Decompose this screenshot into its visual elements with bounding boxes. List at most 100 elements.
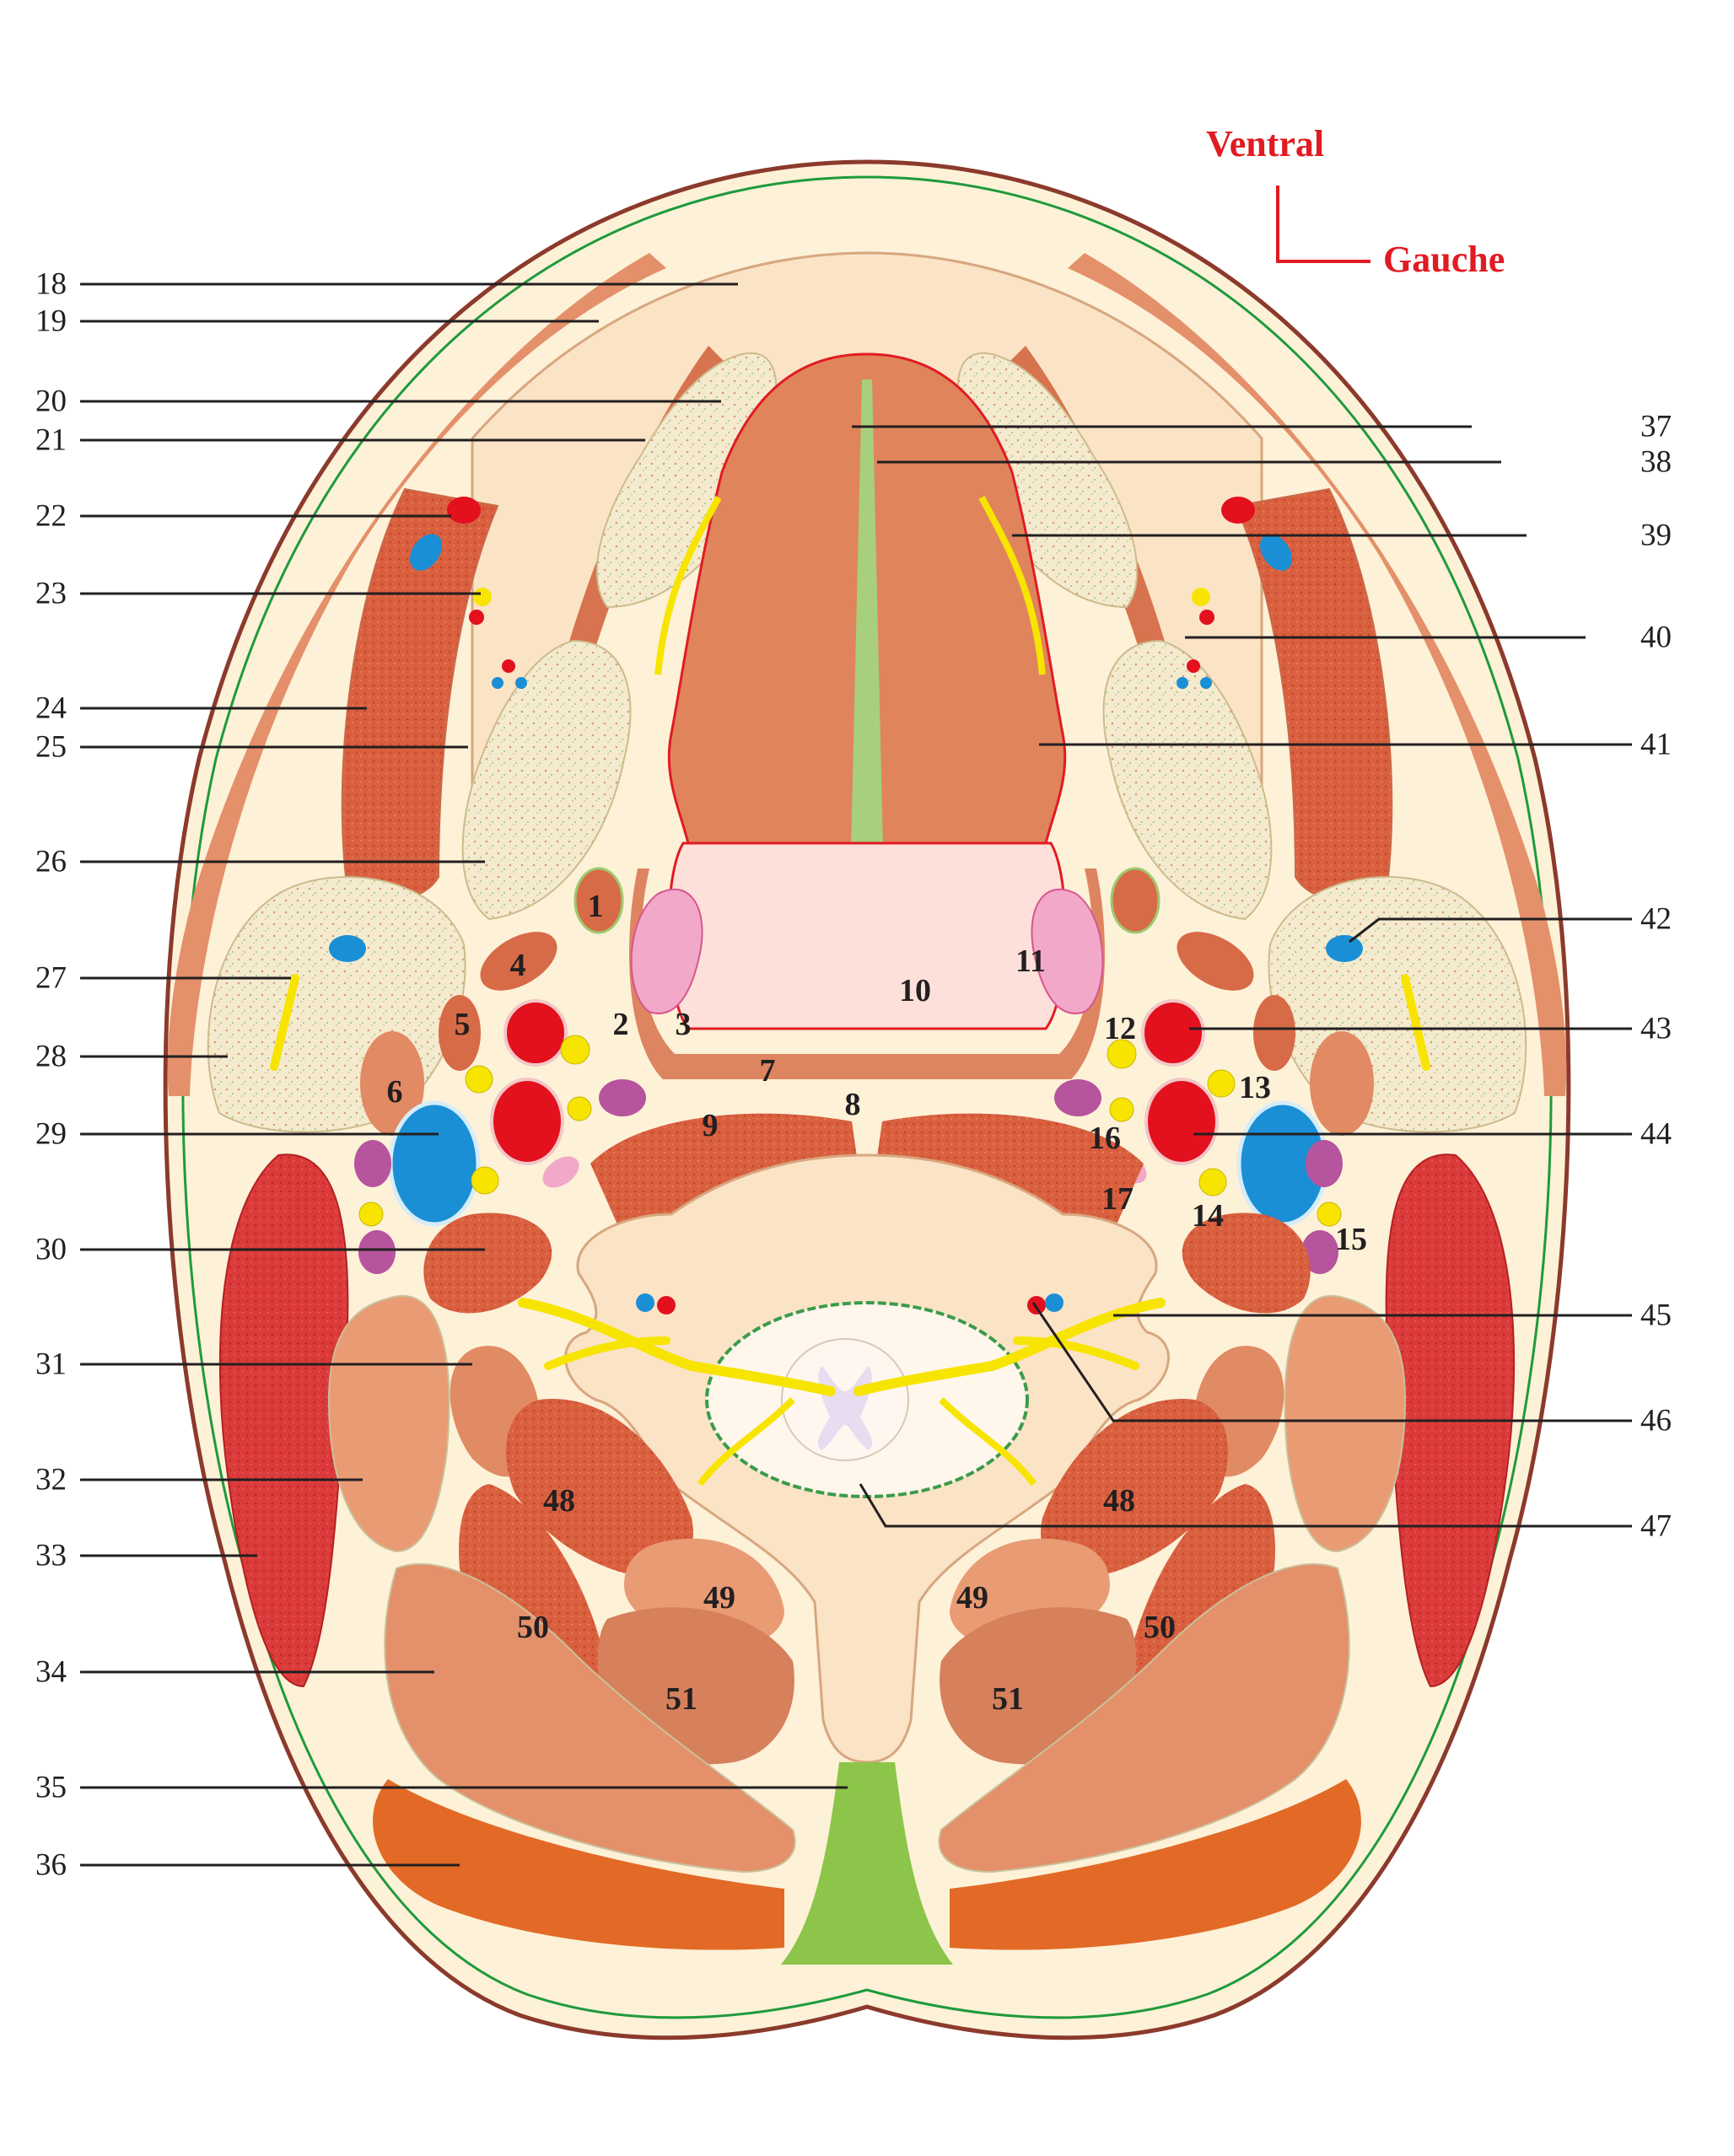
right-nerve-13 <box>1207 1069 1236 1098</box>
structure-number-5: 5 <box>455 1007 471 1042</box>
left-sternocleidomastoid <box>218 1153 349 1688</box>
left-scalene <box>423 1212 552 1314</box>
structure-number-50: 50 <box>1144 1610 1176 1645</box>
label-46: 46 <box>1640 1404 1672 1438</box>
label-27: 27 <box>35 961 67 996</box>
structure-number-9: 9 <box>703 1108 719 1143</box>
label-25: 25 <box>35 730 67 765</box>
label-40: 40 <box>1640 621 1672 655</box>
right-lymph-node-c <box>1301 1230 1338 1274</box>
structure-number-7: 7 <box>760 1053 776 1089</box>
right-lymph-node-a <box>1054 1079 1101 1116</box>
right-scalene <box>1182 1212 1311 1314</box>
structure-number-4: 4 <box>510 948 526 983</box>
lingual-septum <box>850 379 884 885</box>
right-lingual-vein-a <box>1177 677 1188 689</box>
left-common-carotid <box>490 1078 564 1165</box>
structure-number-15: 15 <box>1335 1222 1367 1257</box>
left-lingual-artery-a <box>502 659 515 673</box>
label-20: 20 <box>35 384 67 419</box>
right-internal-carotid <box>1141 999 1205 1067</box>
right-muscle-5 <box>1253 995 1295 1071</box>
label-32: 32 <box>35 1463 67 1497</box>
label-37: 37 <box>1640 410 1672 444</box>
right-root-descending <box>939 1397 1037 1487</box>
left-muscle-48 <box>506 1399 693 1577</box>
right-nerve-small-a <box>1192 588 1210 606</box>
right-trapezius <box>950 1779 1361 1950</box>
structure-number-3: 3 <box>676 1007 692 1042</box>
right-common-carotid <box>1144 1078 1219 1165</box>
left-nerve-d <box>471 1166 499 1195</box>
right-vertebral-vein <box>1045 1293 1064 1312</box>
left-vertebral-artery <box>657 1296 676 1315</box>
left-vagus-nerve <box>560 1035 590 1065</box>
label-33: 33 <box>35 1539 67 1573</box>
right-facial-vein <box>1259 534 1293 571</box>
structure-number-51: 51 <box>665 1681 697 1717</box>
label-21: 21 <box>35 423 67 458</box>
left-lymph-node-b <box>354 1140 391 1187</box>
label-45: 45 <box>1640 1298 1672 1333</box>
structure-number-48: 48 <box>1103 1483 1135 1519</box>
right-facial-nerve <box>1401 974 1430 1071</box>
structure-number-2: 2 <box>613 1007 629 1042</box>
left-facial-artery <box>447 497 481 524</box>
left-splenius <box>327 1294 450 1553</box>
structure-number-16: 16 <box>1089 1121 1121 1156</box>
right-spinal-nerve-branch <box>1013 1336 1139 1370</box>
structure-number-11: 11 <box>1015 944 1046 979</box>
right-lymph-node-b <box>1306 1140 1343 1187</box>
left-sympathetic-trunk <box>542 1156 579 1188</box>
left-side-label: Gauche <box>1383 239 1505 280</box>
left-nerve-e <box>358 1202 384 1227</box>
structure-number-51: 51 <box>992 1681 1024 1717</box>
right-lingual-vein-b <box>1200 677 1212 689</box>
left-palatine-tonsil <box>630 888 703 1014</box>
right-muscle-48 <box>1041 1399 1228 1577</box>
label-44: 44 <box>1640 1117 1672 1152</box>
right-submandibular-gland <box>1102 639 1273 921</box>
left-trapezius <box>373 1779 784 1950</box>
right-longus-colli <box>874 1113 1144 1239</box>
structure-number-50: 50 <box>517 1610 549 1645</box>
structure-number-1: 1 <box>588 889 604 924</box>
right-palatine-tonsil <box>1031 888 1104 1014</box>
right-nerve-16 <box>1109 1097 1134 1122</box>
right-lingual-artery-a <box>1187 659 1200 673</box>
structure-number-6: 6 <box>387 1074 403 1110</box>
superficial-fascia <box>181 175 1553 2019</box>
label-36: 36 <box>35 1848 67 1883</box>
leader-47 <box>859 1483 1632 1528</box>
right-leader-lines <box>852 425 1632 1528</box>
label-19: 19 <box>35 304 67 339</box>
label-34: 34 <box>35 1655 67 1690</box>
left-facial-vein <box>409 534 443 571</box>
label-24: 24 <box>35 691 67 726</box>
structure-number-12: 12 <box>1104 1011 1136 1046</box>
left-vertebral-vein <box>636 1293 654 1312</box>
left-lymph-node-c <box>358 1230 396 1274</box>
left-submandibular-gland <box>461 639 632 921</box>
structure-number-8: 8 <box>845 1087 861 1122</box>
right-nerve-14 <box>1198 1168 1227 1196</box>
right-muscle-1 <box>1110 867 1160 934</box>
label-22: 22 <box>35 499 67 534</box>
left-spinal-nerve <box>518 1298 836 1396</box>
label-29: 29 <box>35 1117 67 1152</box>
left-nerve-b <box>465 1065 493 1094</box>
left-muscle-4 <box>480 932 557 991</box>
left-internal-jugular <box>388 1100 481 1227</box>
left-retromandibular-vein <box>329 935 366 962</box>
left-longus-colli <box>590 1113 860 1239</box>
label-38: 38 <box>1640 445 1672 480</box>
left-muscle-5 <box>439 995 481 1071</box>
label-35: 35 <box>35 1771 67 1805</box>
right-retromandibular-vein <box>1326 935 1363 962</box>
label-30: 30 <box>35 1233 67 1267</box>
left-facial-nerve <box>270 974 299 1071</box>
